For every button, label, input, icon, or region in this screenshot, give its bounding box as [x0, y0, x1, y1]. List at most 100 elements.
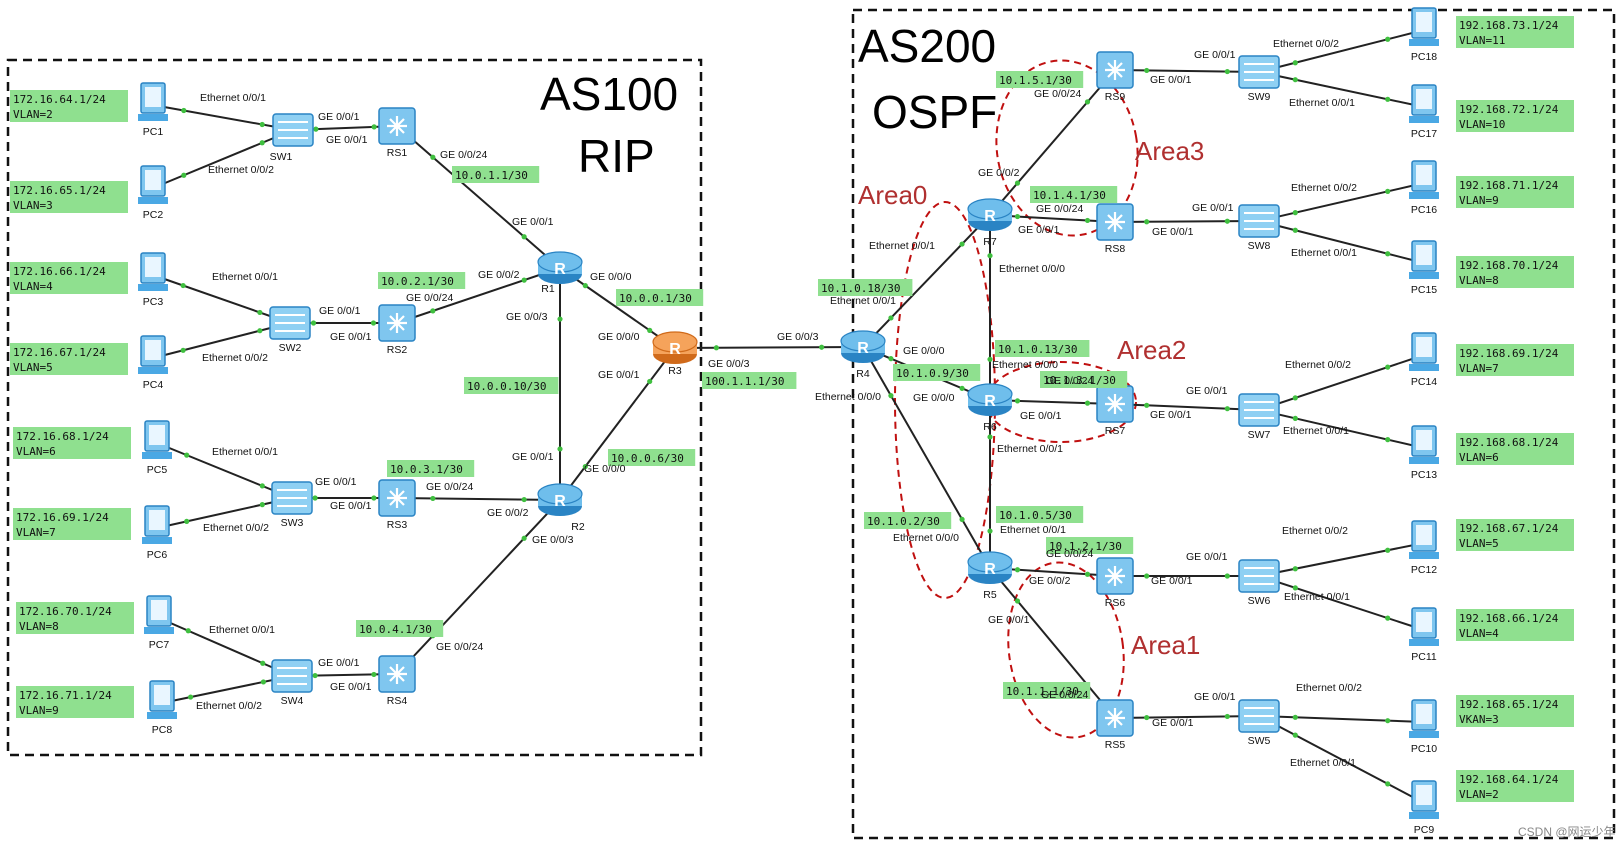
node-pc9[interactable]: PC9 — [1409, 780, 1439, 836]
link-sw5-pc10 — [1258, 715, 1425, 723]
link-rs5-sw5 — [1114, 715, 1260, 719]
link-rs9-sw9 — [1114, 69, 1260, 73]
node-rs6[interactable]: RS6 — [1096, 557, 1134, 609]
area1-ellipse — [1007, 561, 1125, 739]
port-indicator — [371, 671, 377, 678]
ip-tag-bg — [1040, 371, 1128, 388]
port-indicator — [184, 518, 190, 525]
link-rs7-sw7 — [1114, 403, 1260, 411]
node-pc11[interactable]: PC11 — [1409, 607, 1439, 663]
node-pc8[interactable]: PC8 — [147, 680, 177, 736]
as100-boundary — [6, 58, 703, 757]
port-indicator — [1385, 615, 1391, 621]
node-r2[interactable]: RR2 — [537, 483, 585, 533]
pc-screen — [149, 425, 165, 445]
as200-boundary — [851, 8, 1616, 840]
port-indicator — [1385, 547, 1391, 553]
link-r2-r3 — [559, 347, 676, 501]
port-indicator — [987, 434, 993, 440]
node-sw3[interactable]: SW3 — [271, 481, 313, 529]
port-indicator — [1292, 714, 1298, 720]
ip-tag-text: 172.16.67.1/24 — [13, 346, 106, 359]
node-rs2[interactable]: RS2 — [378, 304, 416, 356]
node-rs1[interactable]: RS1 — [378, 107, 416, 159]
node-r6[interactable]: RR6 — [967, 383, 1013, 433]
port-indicator — [184, 452, 190, 458]
port-label: GE 0/0/24 — [1036, 203, 1083, 215]
node-pc5[interactable]: PC5 — [142, 420, 172, 476]
port-label: GE 0/0/0 — [913, 392, 955, 404]
node-pc1[interactable]: PC1 — [138, 82, 168, 138]
ip-tag-text: 172.16.65.1/24 — [13, 184, 106, 197]
as200-title: AS200 — [858, 20, 996, 72]
node-pc15[interactable]: PC15 — [1409, 240, 1439, 296]
link-sw9-pc18 — [1258, 29, 1425, 73]
node-rs3[interactable]: RS3 — [378, 479, 416, 531]
node-sw7[interactable]: SW7 — [1238, 393, 1280, 441]
node-pc14[interactable]: PC14 — [1409, 332, 1439, 388]
node-sw2[interactable]: SW2 — [269, 306, 311, 354]
node-rs4[interactable]: RS4 — [378, 655, 416, 707]
port-indicator — [959, 385, 965, 391]
node-sw6[interactable]: SW6 — [1238, 559, 1280, 607]
pc-screen — [145, 87, 161, 107]
port-label: Ethernet 0/0/1 — [1289, 97, 1355, 109]
ip-tag-text: 10.1.0.18/30 — [821, 282, 900, 295]
ip-tag-text: 192.168.72.1/24 — [1459, 103, 1559, 116]
port-label: GE 0/0/24 — [440, 149, 487, 161]
node-rs5[interactable]: RS5 — [1096, 699, 1134, 751]
node-label: PC4 — [143, 379, 164, 391]
node-pc17[interactable]: PC17 — [1409, 84, 1439, 140]
port-indicator — [370, 320, 377, 326]
node-pc3[interactable]: PC3 — [138, 252, 168, 308]
node-label: PC13 — [1411, 469, 1437, 481]
port-indicator — [1292, 585, 1298, 591]
node-pc6[interactable]: PC6 — [142, 505, 172, 561]
ip-tag-bg — [10, 90, 128, 122]
node-pc2[interactable]: PC2 — [138, 165, 168, 221]
node-pc13[interactable]: PC13 — [1409, 425, 1439, 481]
port-indicator — [430, 154, 436, 160]
node-pc18[interactable]: PC18 — [1409, 7, 1439, 63]
node-label: PC9 — [1414, 824, 1435, 836]
node-sw8[interactable]: SW8 — [1238, 204, 1280, 252]
node-rs9[interactable]: RS9 — [1096, 51, 1134, 103]
node-sw1[interactable]: SW1 — [270, 113, 314, 163]
ip-tag-text: VLAN=9 — [1459, 194, 1499, 207]
node-r4[interactable]: RR4 — [840, 330, 886, 380]
node-pc7[interactable]: PC7 — [144, 595, 174, 651]
ip-tag-text: 10.1.0.13/30 — [998, 343, 1077, 356]
pc-base — [1409, 116, 1439, 123]
node-sw9[interactable]: SW9 — [1238, 55, 1280, 103]
pc-screen — [1416, 612, 1432, 632]
ip-tag-text: 10.0.4.1/30 — [359, 623, 432, 636]
link-pc7-sw4 — [158, 617, 293, 677]
node-rs8[interactable]: RS8 — [1096, 203, 1134, 255]
node-r5[interactable]: RR5 — [967, 551, 1013, 601]
port-indicator — [310, 320, 317, 326]
node-pc16[interactable]: PC16 — [1409, 160, 1439, 216]
port-label: Ethernet 0/0/2 — [1282, 525, 1348, 537]
port-indicator — [1292, 77, 1298, 83]
node-r3[interactable]: RR3 — [652, 331, 698, 377]
node-sw4[interactable]: SW4 — [271, 659, 313, 707]
ip-tag-text: 10.1.3.1/30 — [1043, 374, 1116, 387]
node-pc4[interactable]: PC4 — [138, 335, 168, 391]
node-label: PC15 — [1411, 284, 1437, 296]
node-r1[interactable]: RR1 — [537, 251, 583, 295]
l3-switch-arrows — [1105, 708, 1125, 728]
ip-tag-bg — [1456, 770, 1574, 802]
port-indicator — [260, 679, 266, 685]
node-pc12[interactable]: PC12 — [1409, 520, 1439, 576]
port-indicator — [312, 495, 318, 501]
node-r7[interactable]: RR7 — [967, 198, 1013, 248]
ip-tag-text: VLAN=4 — [13, 280, 53, 293]
port-label: GE 0/0/1 — [330, 331, 372, 343]
ip-tag-text: 192.168.73.1/24 — [1459, 19, 1559, 32]
node-rs7[interactable]: RS7 — [1096, 385, 1134, 437]
node-sw5[interactable]: SW5 — [1238, 699, 1280, 747]
node-pc10[interactable]: PC10 — [1409, 699, 1439, 755]
port-label: GE 0/0/2 — [1029, 575, 1071, 587]
ip-tag-text: VLAN=10 — [1459, 118, 1505, 131]
